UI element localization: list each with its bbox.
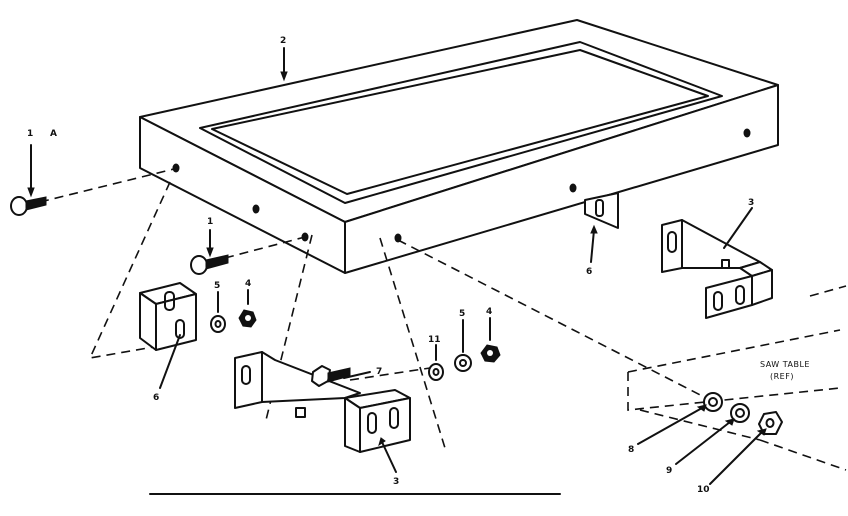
- lockwasher-9: [730, 403, 750, 423]
- table-extension: [139, 19, 779, 274]
- carriage-bolt-1: [190, 254, 229, 275]
- bracket-right: [661, 219, 773, 319]
- washer-11: [428, 363, 444, 381]
- callout-8: 8: [628, 445, 634, 455]
- saw-table-ref-label: (REF): [770, 372, 794, 381]
- callout-9: 9: [666, 466, 672, 476]
- leader-lines: [27, 47, 767, 485]
- callout-11: 11: [428, 335, 441, 345]
- callout-labels: 1 A 2 1 5 4 6 7 11 5 4 3 3 6 8 9 10 SAW …: [27, 36, 810, 495]
- callout-5-mid: 5: [459, 309, 465, 319]
- callout-3-right: 3: [748, 198, 754, 208]
- callout-7: 7: [376, 367, 382, 377]
- callout-10: 10: [697, 485, 710, 495]
- callout-2: 2: [280, 36, 286, 46]
- callout-6-left: 6: [153, 393, 159, 403]
- callout-4-left: 4: [245, 279, 251, 289]
- callout-4-mid: 4: [486, 307, 492, 317]
- nut-4-left: [238, 309, 257, 328]
- saw-table-label: SAW TABLE: [760, 360, 810, 369]
- lockwasher-5-mid: [454, 354, 472, 372]
- bracket-center: [234, 351, 411, 453]
- bracket-left: [139, 282, 197, 351]
- mounting-tab: [584, 192, 619, 229]
- washer-5-left: [210, 315, 226, 333]
- callout-3-bottom: 3: [393, 477, 399, 487]
- callout-1a-suffix: A: [50, 129, 57, 139]
- washer-8: [703, 392, 723, 412]
- callout-1a: 1: [27, 129, 33, 139]
- nut-10: [758, 411, 783, 435]
- callout-1-mid: 1: [207, 217, 213, 227]
- assembly-lines: [39, 167, 847, 471]
- nut-4-mid: [480, 344, 501, 363]
- carriage-bolt-1a: [10, 196, 47, 216]
- callout-6-right: 6: [586, 267, 592, 277]
- callout-5-left: 5: [214, 281, 220, 291]
